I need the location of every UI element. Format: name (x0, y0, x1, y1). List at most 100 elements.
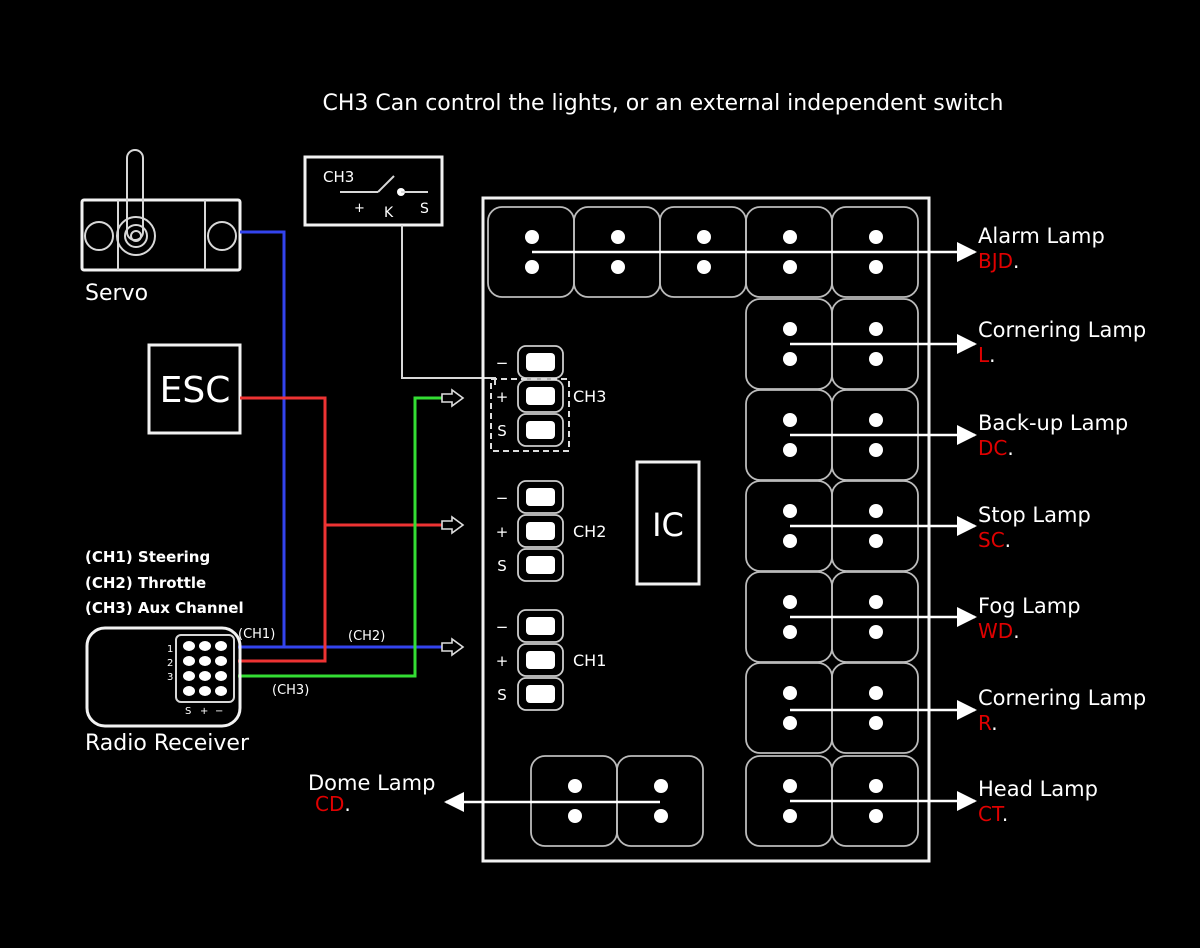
ic-label: IC (652, 506, 684, 544)
dome-lamp-suffix: . (344, 792, 350, 816)
wire-label-ch2: (CH2) (348, 629, 385, 644)
lamp-code-suffix: . (1005, 528, 1011, 552)
socket-pin (568, 809, 582, 823)
lamp-code: L (978, 343, 990, 367)
socket-pin (611, 230, 625, 244)
socket-pin (525, 260, 539, 274)
socket-pin (783, 413, 797, 427)
wire-label-ch1: (CH1) (238, 627, 275, 642)
receiver-pin-dot (199, 656, 211, 666)
legend-ch3: (CH3) Aux Channel (85, 599, 244, 617)
header-pin-label: − (496, 618, 509, 636)
header-channel-label: CH1 (573, 651, 606, 670)
lamp-code-suffix: . (1007, 436, 1013, 460)
socket-pin (783, 809, 797, 823)
socket-pin (783, 260, 797, 274)
socket-pin (697, 230, 711, 244)
switch-channel-label: CH3 (323, 168, 354, 186)
lamp-code-suffix: . (1013, 249, 1019, 273)
lamp-code: SC (978, 528, 1005, 552)
receiver-pin-block (175, 634, 235, 703)
socket-pin (611, 260, 625, 274)
ic-chip (635, 460, 701, 586)
header-pin-label: − (496, 354, 509, 372)
header-channel-label: CH3 (573, 387, 606, 406)
header-pin-label: S (497, 422, 507, 440)
header-pin-label: + (496, 652, 509, 670)
receiver-pin-dot (199, 686, 211, 696)
header-pin (526, 651, 555, 669)
receiver-row-1: 1 (167, 644, 173, 655)
header-pin-label: + (496, 388, 509, 406)
header-pin (526, 387, 555, 405)
header-pin-label: S (497, 557, 507, 575)
socket-right-5b (831, 662, 919, 754)
socket-pin (654, 779, 668, 793)
lamp-code: R (978, 711, 992, 735)
switch-k-label: K (384, 205, 394, 221)
socket-pin (783, 716, 797, 730)
receiver-pin-minus: − (215, 706, 223, 717)
header-pin (526, 617, 555, 635)
receiver-pin-dot (215, 656, 227, 666)
switch-wire (401, 225, 496, 385)
receiver-pin-dot (199, 671, 211, 681)
lamp-name: Alarm Lamp (978, 224, 1105, 248)
lamp-code: BJD (978, 249, 1013, 273)
socket-pin (869, 443, 883, 457)
socket-pin (783, 595, 797, 609)
lamp-code: WD (978, 619, 1013, 643)
header-pin (526, 556, 555, 574)
receiver-pin-dot (215, 641, 227, 651)
control-board (481, 196, 931, 863)
lamp-code: DC (978, 436, 1007, 460)
socket-top-1 (487, 206, 575, 298)
switch-plus-label: + (354, 201, 365, 216)
socket-right-5a (745, 662, 833, 754)
legend-ch1: (CH1) Steering (85, 548, 210, 566)
wire-ch1 (240, 230, 442, 649)
socket-pin (869, 504, 883, 518)
svg-text:R.: R. (978, 711, 998, 735)
socket-pin (869, 779, 883, 793)
socket-pin (869, 322, 883, 336)
wire-ch2 (240, 396, 442, 527)
socket-pin (869, 595, 883, 609)
diagram-title: CH3 Can control the lights, or an extern… (323, 91, 1004, 116)
socket-pin (869, 413, 883, 427)
wire-ch3 (238, 396, 442, 678)
lamp-name: Cornering Lamp (978, 318, 1146, 342)
lamp-name: Stop Lamp (978, 503, 1091, 527)
header-pin-label: S (497, 686, 507, 704)
header-ch1: − + S CH1 (496, 609, 606, 711)
socket-pin (783, 504, 797, 518)
input-arrow-icon (441, 515, 465, 535)
header-channel-label: CH2 (573, 522, 606, 541)
receiver-pin-dot (215, 686, 227, 696)
header-pin (526, 522, 555, 540)
svg-text:WD.: WD. (978, 619, 1020, 643)
esc-label: ESC (160, 370, 231, 411)
header-pin (526, 353, 555, 371)
svg-text:DC.: DC. (978, 436, 1014, 460)
receiver-pins (183, 641, 227, 696)
receiver-pin-s: S (185, 706, 191, 717)
receiver-pin-dot (183, 686, 195, 696)
svg-text:BJD.: BJD. (978, 249, 1019, 273)
receiver-pin-dot (183, 656, 195, 666)
lamp-name: Back-up Lamp (978, 411, 1128, 435)
header-pin-label: − (496, 489, 509, 507)
header-pin (526, 488, 555, 506)
header-pin-label: + (496, 523, 509, 541)
socket-pin (783, 230, 797, 244)
receiver-row-2: 2 (167, 658, 173, 669)
socket-pin (869, 809, 883, 823)
wire-label-ch3: (CH3) (272, 683, 309, 698)
socket-pin (697, 260, 711, 274)
